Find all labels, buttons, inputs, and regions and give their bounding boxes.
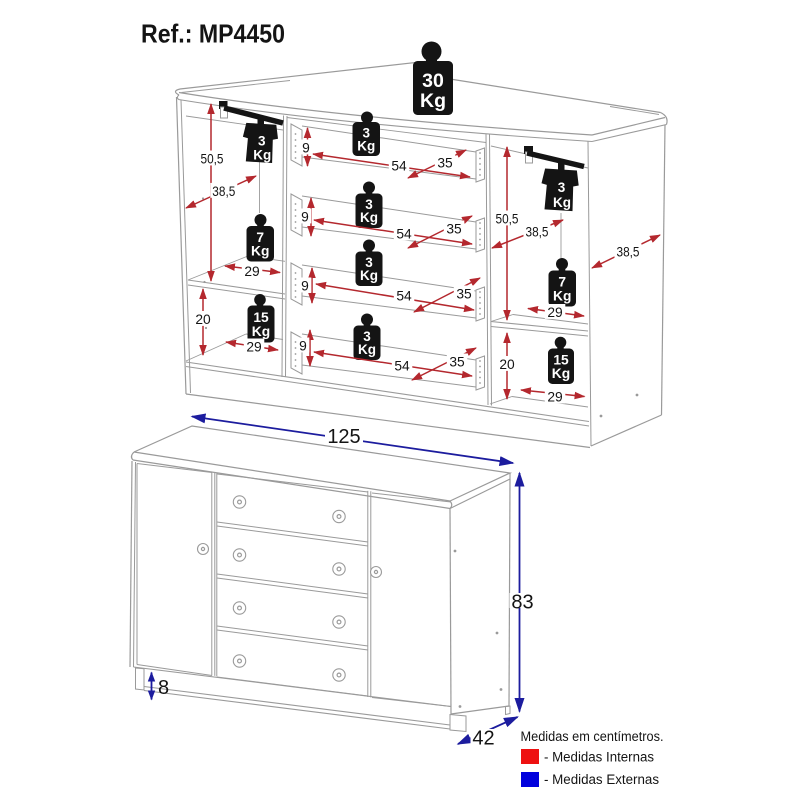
svg-text:Kg: Kg: [358, 342, 376, 357]
svg-text:Kg: Kg: [553, 195, 571, 210]
svg-text:Kg: Kg: [360, 210, 378, 225]
svg-text:3: 3: [365, 197, 373, 212]
svg-text:54: 54: [396, 227, 412, 242]
svg-text:35: 35: [456, 287, 472, 302]
svg-text:Kg: Kg: [253, 147, 271, 162]
svg-text:7: 7: [256, 230, 264, 245]
svg-text:9: 9: [299, 339, 307, 354]
svg-text:29: 29: [547, 305, 563, 320]
svg-text:Kg: Kg: [357, 138, 375, 153]
svg-text:Kg: Kg: [252, 324, 270, 339]
svg-text:3: 3: [363, 329, 371, 344]
svg-text:7: 7: [558, 275, 566, 290]
svg-text:35: 35: [446, 222, 462, 237]
svg-text:Kg: Kg: [552, 366, 570, 381]
svg-text:29: 29: [244, 264, 260, 279]
svg-text:50,5: 50,5: [496, 212, 519, 227]
svg-text:54: 54: [396, 289, 412, 304]
svg-text:3: 3: [558, 180, 566, 195]
svg-text:38,5: 38,5: [526, 225, 549, 240]
svg-text:20: 20: [195, 312, 211, 327]
svg-text:35: 35: [437, 156, 453, 171]
svg-text:- Medidas Internas: - Medidas Internas: [544, 750, 654, 765]
svg-text:125: 125: [327, 426, 360, 448]
svg-text:8: 8: [158, 677, 169, 699]
svg-text:Kg: Kg: [420, 90, 446, 112]
svg-text:9: 9: [302, 141, 310, 156]
svg-text:38,5: 38,5: [212, 184, 235, 199]
svg-text:50,5: 50,5: [201, 152, 224, 167]
svg-text:3: 3: [362, 125, 370, 140]
svg-text:Kg: Kg: [251, 244, 269, 259]
svg-text:15: 15: [553, 352, 569, 367]
svg-text:15: 15: [253, 310, 269, 325]
svg-text:83: 83: [511, 592, 533, 614]
svg-text:35: 35: [449, 355, 465, 370]
svg-text:29: 29: [547, 390, 563, 405]
svg-text:9: 9: [301, 279, 309, 294]
svg-text:42: 42: [472, 728, 494, 750]
svg-text:9: 9: [301, 210, 309, 225]
svg-text:Medidas em centímetros.: Medidas em centímetros.: [521, 729, 664, 744]
svg-text:3: 3: [258, 133, 266, 148]
svg-text:Kg: Kg: [360, 268, 378, 283]
svg-text:- Medidas Externas: - Medidas Externas: [544, 772, 659, 787]
svg-text:Kg: Kg: [553, 288, 571, 303]
svg-text:Ref.: MP4450: Ref.: MP4450: [141, 19, 285, 49]
svg-text:54: 54: [391, 159, 407, 174]
svg-text:3: 3: [365, 255, 373, 270]
svg-text:20: 20: [499, 357, 515, 372]
svg-text:38,5: 38,5: [617, 245, 640, 260]
svg-text:30: 30: [422, 70, 444, 92]
svg-text:29: 29: [246, 340, 262, 355]
svg-text:54: 54: [394, 359, 410, 374]
